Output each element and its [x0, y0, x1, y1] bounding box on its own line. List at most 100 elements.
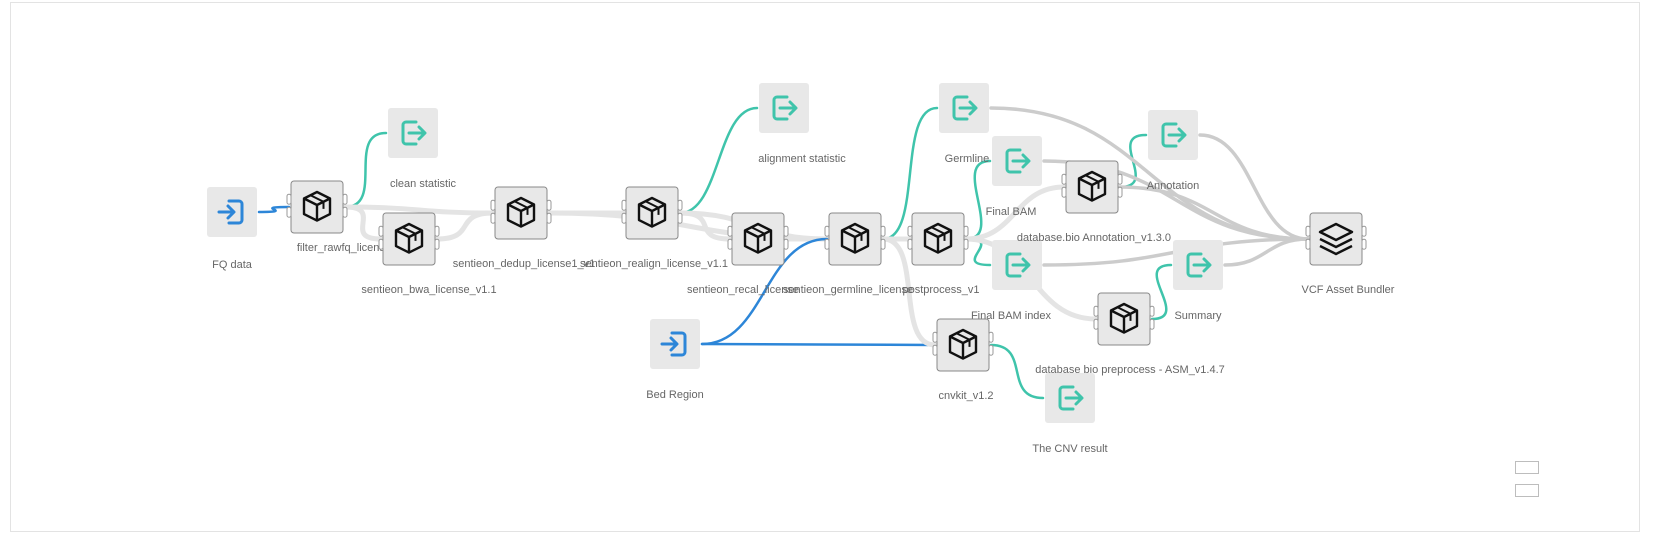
node-port[interactable] — [880, 238, 886, 250]
cube-icon — [1109, 302, 1139, 334]
node-port[interactable] — [490, 212, 496, 224]
node-port[interactable] — [378, 238, 384, 250]
edge-db_preprocess-to-summary — [1150, 263, 1173, 321]
node-port[interactable] — [1149, 318, 1155, 330]
node-port[interactable] — [783, 238, 789, 250]
node-port[interactable] — [286, 206, 292, 218]
node-port[interactable] — [1305, 225, 1311, 237]
node-realign[interactable]: sentieon_realign_license_v1.1 — [580, 186, 728, 270]
node-germline[interactable]: sentieon_germline_license — [783, 212, 913, 296]
node-label: FQ data — [212, 259, 253, 271]
cube-icon — [840, 222, 870, 254]
node-label: sentieon_germline_license — [783, 284, 913, 296]
sign-out-icon — [1058, 385, 1084, 411]
cube-icon — [394, 222, 424, 254]
node-port[interactable] — [434, 238, 440, 250]
node-label: sentieon_recal_license — [687, 284, 799, 296]
node-port[interactable] — [1093, 305, 1099, 317]
node-port[interactable] — [434, 225, 440, 237]
node-port[interactable] — [546, 212, 552, 224]
node-port[interactable] — [677, 212, 683, 224]
node-port[interactable] — [378, 225, 384, 237]
node-port[interactable] — [621, 199, 627, 211]
node-postprocess[interactable]: postprocess_v1 — [902, 212, 980, 296]
sign-in-icon — [660, 331, 687, 357]
edge-filter-to-bwa — [342, 204, 384, 242]
sign-in-icon — [217, 199, 244, 225]
node-port[interactable] — [1061, 173, 1067, 185]
node-port[interactable] — [1361, 238, 1367, 250]
node-label: Annotation — [1147, 180, 1200, 192]
node-annotation[interactable]: Annotation — [1147, 110, 1200, 192]
node-port[interactable] — [342, 206, 348, 218]
node-germline_vc[interactable]: Germline vc — [939, 83, 1004, 165]
node-port[interactable] — [1117, 173, 1123, 185]
node-label: database.bio Annotation_v1.3.0 — [1017, 232, 1171, 244]
edge-layer — [257, 106, 1310, 400]
edge-realign-to-align_stat — [678, 106, 759, 215]
node-port[interactable] — [907, 238, 913, 250]
node-fq_data[interactable]: FQ data — [207, 187, 257, 271]
node-port[interactable] — [963, 225, 969, 237]
node-port[interactable] — [342, 193, 348, 205]
node-label: sentieon_dedup_license1_v1 — [453, 258, 596, 270]
node-label: The CNV result — [1032, 443, 1107, 455]
node-port[interactable] — [932, 344, 938, 356]
node-dedup[interactable]: sentieon_dedup_license1_v1 — [453, 186, 596, 270]
node-port[interactable] — [490, 199, 496, 211]
node-port[interactable] — [824, 225, 830, 237]
node-final_bam[interactable]: Final BAM — [986, 136, 1042, 218]
cube-icon — [923, 222, 953, 254]
node-label: alignment statistic — [758, 153, 846, 165]
node-final_bam_index[interactable]: Final BAM index — [971, 240, 1052, 322]
node-label: Final BAM index — [971, 310, 1052, 322]
sign-out-icon — [772, 95, 798, 121]
node-label: Final BAM — [986, 206, 1037, 218]
zoom-in-button[interactable] — [1515, 461, 1539, 474]
node-port[interactable] — [1149, 305, 1155, 317]
node-cnvkit[interactable]: cnvkit_v1.2 — [932, 318, 994, 402]
node-port[interactable] — [783, 225, 789, 237]
node-port[interactable] — [880, 225, 886, 237]
node-db_preprocess[interactable]: database bio preprocess - ASM_v1.4.7 — [1035, 292, 1225, 376]
node-port[interactable] — [1305, 238, 1311, 250]
node-port[interactable] — [907, 225, 913, 237]
node-filter[interactable]: filter_rawfq_license1 — [286, 180, 397, 254]
node-align_stat[interactable]: alignment statistic — [758, 83, 846, 165]
cube-icon — [1077, 170, 1107, 202]
node-clean_stat[interactable]: clean statistic — [388, 108, 457, 190]
node-port[interactable] — [727, 225, 733, 237]
node-summary[interactable]: Summary — [1173, 240, 1223, 322]
node-layer: FQ data filter_rawfq_license1 clean statis… — [207, 83, 1395, 455]
node-bed_region[interactable]: Bed Region — [646, 319, 704, 401]
node-cnv_result[interactable]: The CNV result — [1032, 373, 1108, 455]
zoom-out-button[interactable] — [1515, 484, 1539, 497]
edge-bwa-to-dedup — [434, 210, 496, 242]
edge-germline-to-germline_vc — [881, 106, 939, 241]
node-port[interactable] — [727, 238, 733, 250]
workflow-diagram[interactable]: FQ data filter_rawfq_license1 clean statis… — [11, 3, 1639, 531]
node-label: Bed Region — [646, 389, 704, 401]
node-vcf_bundler[interactable]: VCF Asset Bundler — [1302, 212, 1395, 296]
node-port[interactable] — [621, 212, 627, 224]
workflow-canvas-frame: FQ data filter_rawfq_license1 clean statis… — [10, 2, 1640, 532]
node-port[interactable] — [1061, 186, 1067, 198]
node-port[interactable] — [677, 199, 683, 211]
node-port[interactable] — [824, 238, 830, 250]
sign-out-icon — [1005, 148, 1031, 174]
node-port[interactable] — [1117, 186, 1123, 198]
node-port[interactable] — [988, 331, 994, 343]
edge-bed_region-to-germline — [700, 237, 829, 346]
node-port[interactable] — [286, 193, 292, 205]
node-port[interactable] — [1093, 318, 1099, 330]
node-db_annot[interactable]: database.bio Annotation_v1.3.0 — [1017, 160, 1171, 244]
node-label: filter_rawfq_license1 — [297, 242, 397, 254]
node-recal[interactable]: sentieon_recal_license — [687, 212, 799, 296]
node-bwa[interactable]: sentieon_bwa_license_v1.1 — [361, 212, 497, 296]
edge-filter-to-dedup — [342, 204, 496, 216]
node-port[interactable] — [932, 331, 938, 343]
node-port[interactable] — [1361, 225, 1367, 237]
node-port[interactable] — [988, 344, 994, 356]
node-port[interactable] — [546, 199, 552, 211]
node-port[interactable] — [963, 238, 969, 250]
